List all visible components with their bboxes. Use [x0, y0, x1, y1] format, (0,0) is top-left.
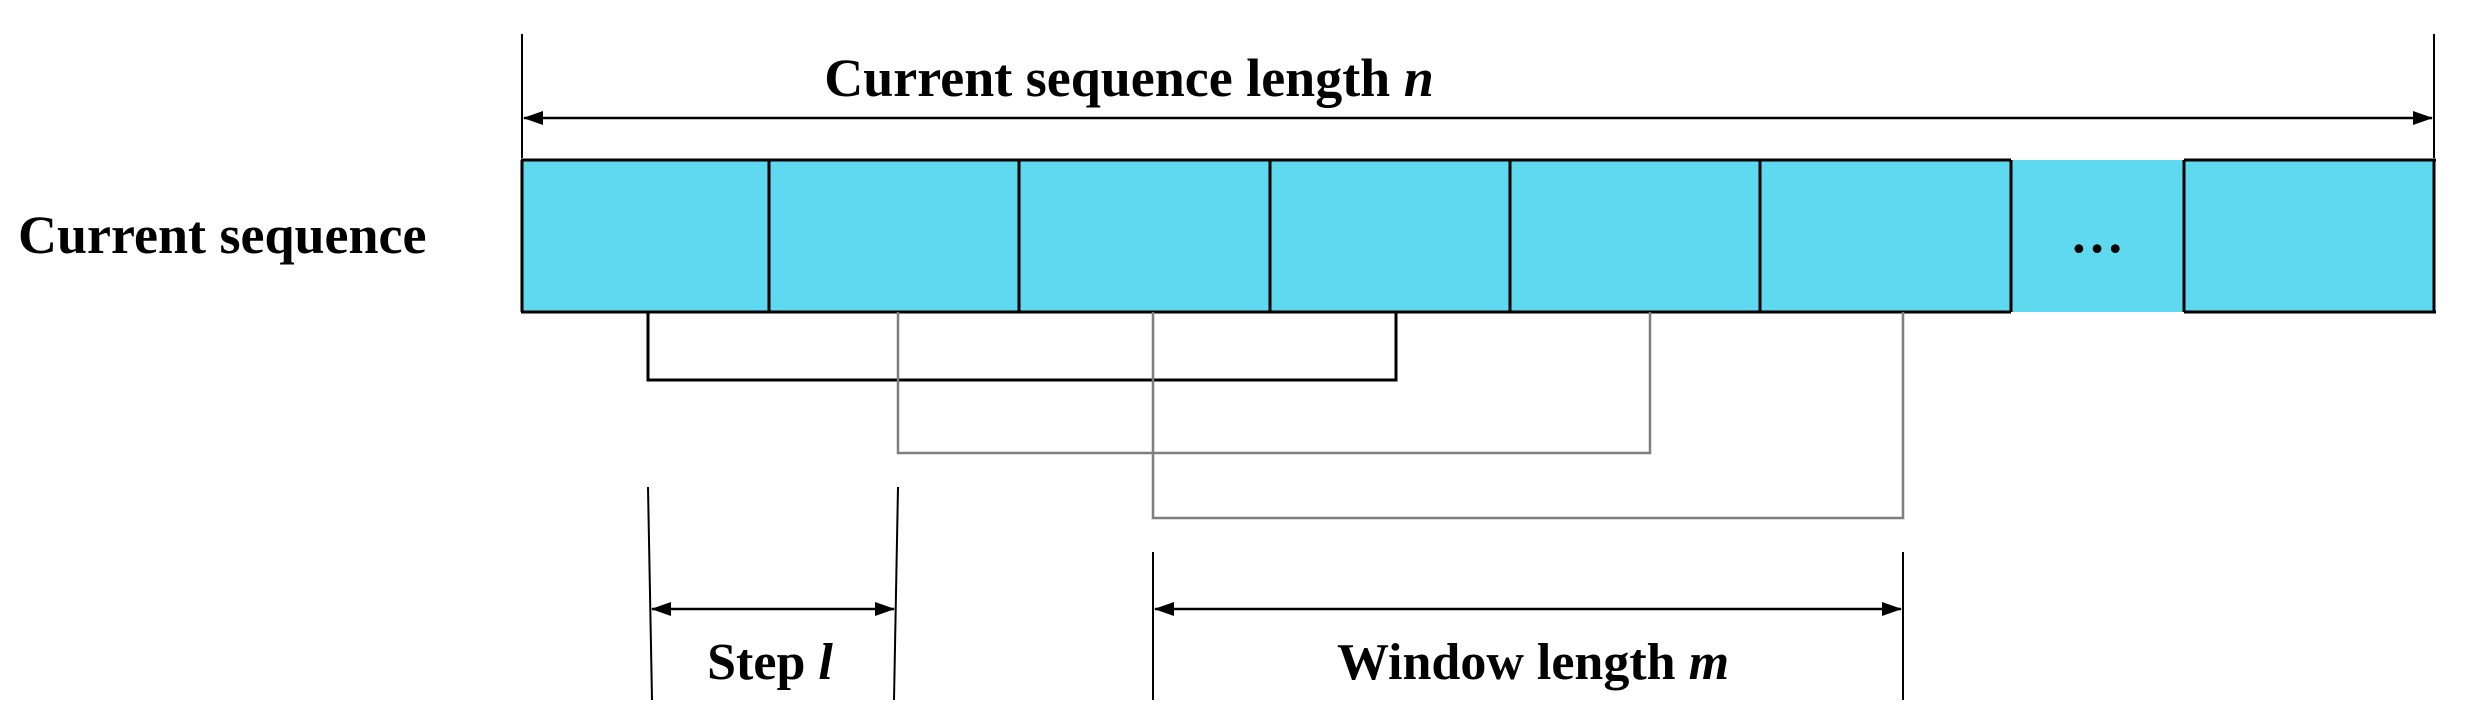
- total-length-dimension: Current sequence length n: [521, 34, 2435, 158]
- sequence-strip: …: [520, 158, 2436, 314]
- step-extension-right: [893, 486, 899, 701]
- window-bracket-1: [646, 312, 1398, 382]
- window-length-dimension: Window length m: [1152, 552, 1904, 700]
- step-extension-left: [647, 486, 653, 701]
- step-dimension: Step l: [647, 486, 899, 701]
- window-length-label: Window length m: [1337, 634, 1729, 691]
- total-length-label: Current sequence length n: [824, 48, 1434, 108]
- window-bracket-3: [1151, 312, 1905, 520]
- window-brackets: [646, 312, 1905, 520]
- step-label: Step l: [707, 634, 833, 691]
- sequence-background: [522, 160, 2434, 312]
- ellipsis-cell-label: …: [2070, 204, 2124, 264]
- window-bracket-2: [896, 312, 1652, 455]
- row-label: Current sequence: [18, 205, 426, 265]
